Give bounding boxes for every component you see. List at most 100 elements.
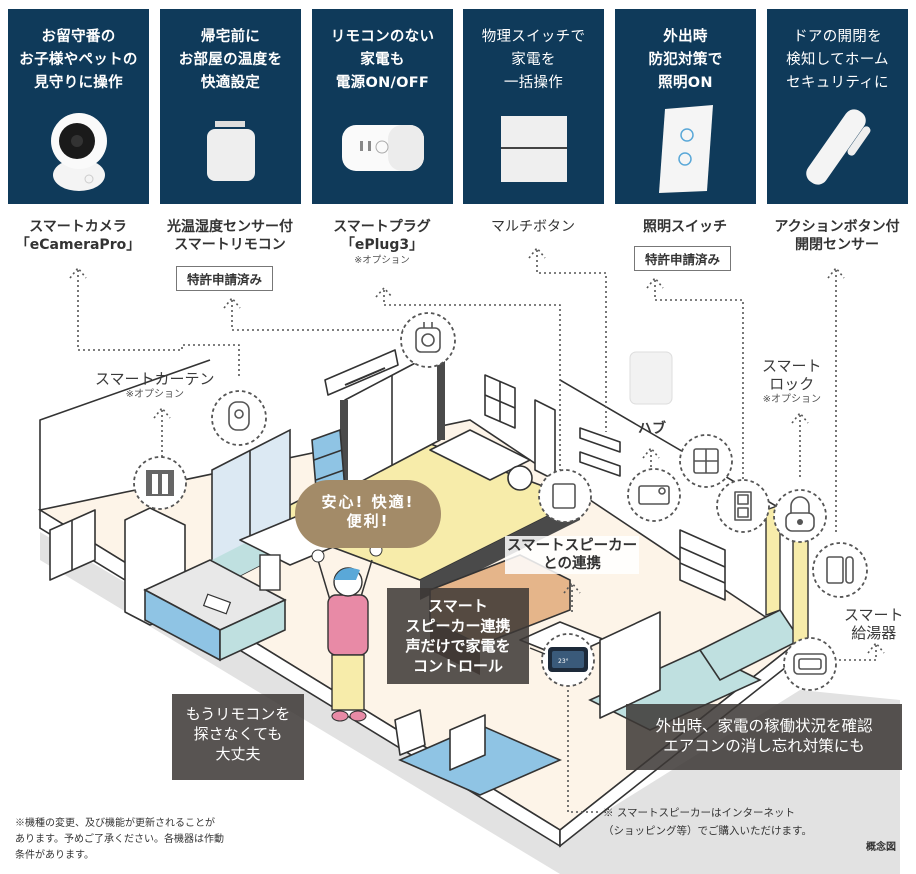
product-name: マルチボタン xyxy=(491,219,575,235)
ac-vent xyxy=(344,367,386,386)
callout-text: もうリモコンを xyxy=(185,705,291,723)
water-heater-name: 給湯器 xyxy=(851,624,897,642)
panel-text: 家電も xyxy=(360,52,405,68)
remote-circle xyxy=(627,468,681,522)
callout-away-check: 外出時、家電の稼働状況を確認 エアコンの消し忘れ対策にも xyxy=(626,704,902,770)
product-label-doorsensor: アクションボタン付 開閉センサー xyxy=(761,218,913,254)
product-name: 「ePlug3」 xyxy=(340,237,424,253)
wall-left xyxy=(39,359,211,510)
concept-diagram-label: 概念図 xyxy=(866,842,896,853)
product-name: アクションボタン付 xyxy=(774,219,900,235)
note-line: あります。予めご了承ください。各機器は作動 xyxy=(15,834,224,845)
multi-button-circle xyxy=(679,434,733,488)
door-sensor-circle xyxy=(812,542,868,598)
light-switch-circle xyxy=(716,479,770,533)
floor-lamp xyxy=(507,465,533,491)
patent-pending-badge: 特許申請済み xyxy=(176,266,274,291)
panel-text: リモコンのない xyxy=(330,29,435,45)
panel-text: 検知してホーム xyxy=(786,52,889,68)
panel-text: ドアの開閉を xyxy=(793,29,882,45)
panel-text: お留守番の xyxy=(41,29,116,45)
person-cheering xyxy=(311,543,383,722)
lock-name: スマート xyxy=(762,357,822,375)
door-sensor-icon xyxy=(767,101,908,196)
front-door xyxy=(765,504,781,616)
speaker-link-text: スマートスピーカー xyxy=(507,538,638,554)
smart-lock-label: スマート ロック ※オプション xyxy=(762,357,822,407)
callout-text: 外出時、家電の稼働状況を確認 xyxy=(655,717,873,735)
speaker-link-text: との連携 xyxy=(543,556,601,572)
product-name: スマートカメラ xyxy=(29,219,127,235)
panel-text: 帰宅前に xyxy=(200,29,261,45)
floor-shadow xyxy=(40,532,900,874)
option-note: ※オプション xyxy=(762,394,821,405)
disclaimer-note: ※機種の変更、及び機能が更新されることが あります。予めご了承ください。各機器は… xyxy=(15,816,224,864)
water-heater-name: スマート xyxy=(844,606,904,624)
product-label-remote: 光温湿度センサー付 スマートリモコン xyxy=(154,218,306,254)
smart-speaker-link-label: スマートスピーカー との連携 xyxy=(505,536,640,574)
lock-circle xyxy=(773,489,827,543)
closet-post xyxy=(340,400,348,490)
product-name: 「eCameraPro」 xyxy=(15,237,141,253)
kitchen-island xyxy=(143,559,287,662)
desk xyxy=(394,709,562,796)
curtain-label: スマートカーテン ※オプション xyxy=(95,370,215,402)
panel-text: 見守りに操作 xyxy=(34,75,123,91)
wall-shelf xyxy=(579,451,621,477)
smart-remote-icon xyxy=(160,101,301,196)
speaker-display-temp: 23° xyxy=(558,658,569,665)
smart-plug-outlet-circle xyxy=(538,469,592,523)
callout-no-remote: もうリモコンを 探さなくても 大丈夫 xyxy=(172,694,304,780)
option-note: ※オプション xyxy=(354,255,410,266)
speech-bubble: 安心! 快適! 便利! xyxy=(295,480,441,548)
feature-panel-multibutton: 物理スイッチで 家電を 一括操作 xyxy=(463,9,604,204)
bubble-text: 安心! 快適! xyxy=(321,493,415,511)
panel-text: 外出時 xyxy=(663,29,708,45)
callout-text: スピーカー連携 xyxy=(405,617,511,635)
callout-voice-control: スマート スピーカー連携 声だけで家電を コントロール xyxy=(387,588,529,684)
air-conditioner xyxy=(324,349,399,396)
callout-text: 声だけで家電を xyxy=(405,637,511,655)
water-heater-circle xyxy=(783,637,837,691)
window xyxy=(484,374,516,429)
lock-name: ロック xyxy=(769,375,815,393)
note-line: （ショッピング等）でご購入いただけます。 xyxy=(603,825,812,837)
bubble-text: 便利! xyxy=(346,512,390,530)
panel-text: お子様やペットの xyxy=(19,52,138,68)
curtain-circle xyxy=(133,456,187,510)
panel-text: お部屋の温度を xyxy=(178,52,283,68)
patent-pending-badge: 特許申請済み xyxy=(634,246,732,271)
feature-panel-doorsensor: ドアの開閉を 検知してホーム セキュリティに xyxy=(767,9,908,204)
product-label-plug: スマートプラグ 「ePlug3」 ※オプション xyxy=(306,218,458,268)
callout-text: スマート xyxy=(428,597,488,615)
product-name: 光温湿度センサー付 xyxy=(167,219,293,235)
product-label-multibutton: マルチボタン xyxy=(457,218,609,236)
dresser xyxy=(679,529,726,601)
light-switch-icon xyxy=(615,101,756,196)
callout-leader xyxy=(529,647,546,655)
note-line: 条件があります。 xyxy=(15,850,94,861)
dining-chair xyxy=(259,554,281,591)
product-name: スマートリモコン xyxy=(174,237,286,253)
product-name: スマートプラグ xyxy=(333,219,431,235)
closet-post xyxy=(437,350,445,440)
feature-panel-plug: リモコンのない 家電も 電源ON/OFF xyxy=(312,9,453,204)
panel-text: 物理スイッチで xyxy=(481,29,586,45)
callout-text: 大丈夫 xyxy=(215,745,261,763)
hub-device xyxy=(629,351,673,405)
feature-panel-lightswitch: 外出時 防犯対策で 照明ON xyxy=(615,9,756,204)
panel-text: 家電を xyxy=(511,52,556,68)
product-label-camera: スマートカメラ 「eCameraPro」 xyxy=(2,218,154,254)
option-note: ※オプション xyxy=(125,389,184,400)
security-camera-icon xyxy=(8,101,149,196)
panel-text: 照明ON xyxy=(658,75,713,91)
feature-panel-camera: お留守番の お子様やペットの 見守りに操作 xyxy=(8,9,149,204)
curtain-name: スマートカーテン xyxy=(95,370,215,388)
feature-panel-remote: 帰宅前に お部屋の温度を 快適設定 xyxy=(160,9,301,204)
multi-button-icon xyxy=(463,101,604,196)
plug-circle xyxy=(400,312,456,368)
connector-lines xyxy=(69,246,885,813)
callout-text: 探さなくても xyxy=(193,725,283,743)
smart-plug-icon xyxy=(312,101,453,196)
